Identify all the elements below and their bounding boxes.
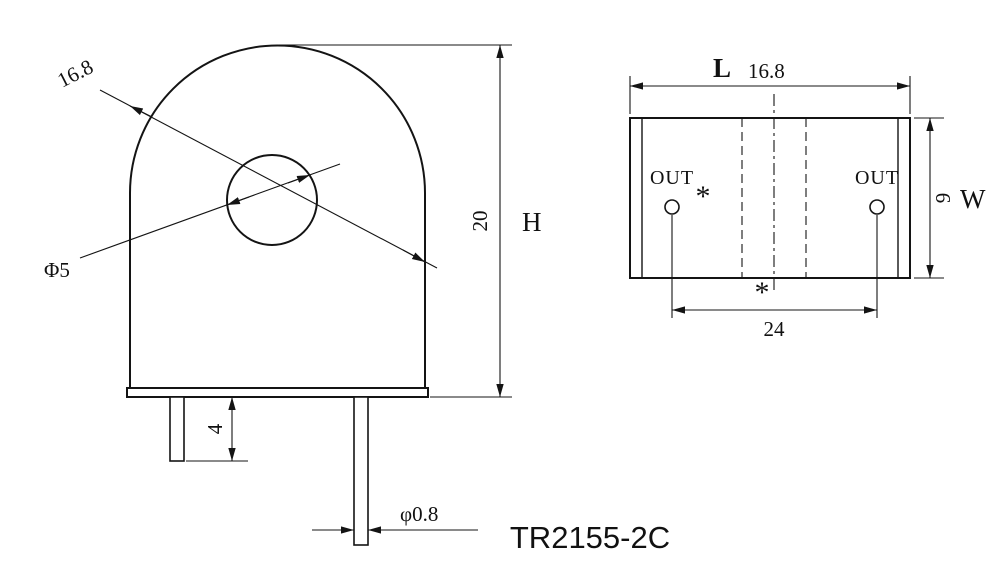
dim-arrow-segment [287, 174, 311, 184]
base-plate [126, 387, 429, 398]
dim-label-pin-pitch: 24 [764, 317, 786, 341]
polarity-mark-bottom: * [755, 276, 770, 309]
side-view: OUT OUT * L 16.8 9 W * 24 [629, 53, 986, 341]
dim-label-length-value: 16.8 [748, 59, 785, 83]
polarity-mark-top: * [696, 180, 711, 213]
dim-label-width-value: 9 [931, 193, 955, 204]
pin-label-right: OUT [855, 167, 899, 189]
transformer-body-outline [129, 44, 426, 389]
dim-arrow-segment [402, 249, 426, 263]
dim-arrow-segment [129, 105, 153, 118]
dim-label-length-letter: L [713, 53, 731, 83]
pin-hole-right [869, 199, 885, 215]
left-pin [169, 396, 185, 462]
pin-hole-left [664, 199, 680, 215]
dim-label-height-letter: H [522, 207, 542, 237]
dim-label-height-value: 20 [468, 211, 492, 232]
part-number-title: TR2155-2C [510, 520, 670, 555]
dim-label-hole-diameter: Φ5 [44, 258, 70, 282]
dim-arrow-segment [226, 196, 250, 206]
dim-line-width-diagonal [99, 89, 438, 269]
dim-label-pin-diameter: φ0.8 [400, 502, 438, 526]
dim-label-body-width: 16.8 [53, 54, 97, 92]
front-view: 16.8 Φ5 20 H 4 φ0.8 [44, 44, 542, 546]
dim-label-width-letter: W [960, 184, 986, 214]
side-body-outline [629, 117, 911, 279]
pin-label-left: OUT [650, 167, 694, 189]
right-pin [353, 396, 369, 546]
dim-label-pin-length: 4 [203, 423, 227, 434]
